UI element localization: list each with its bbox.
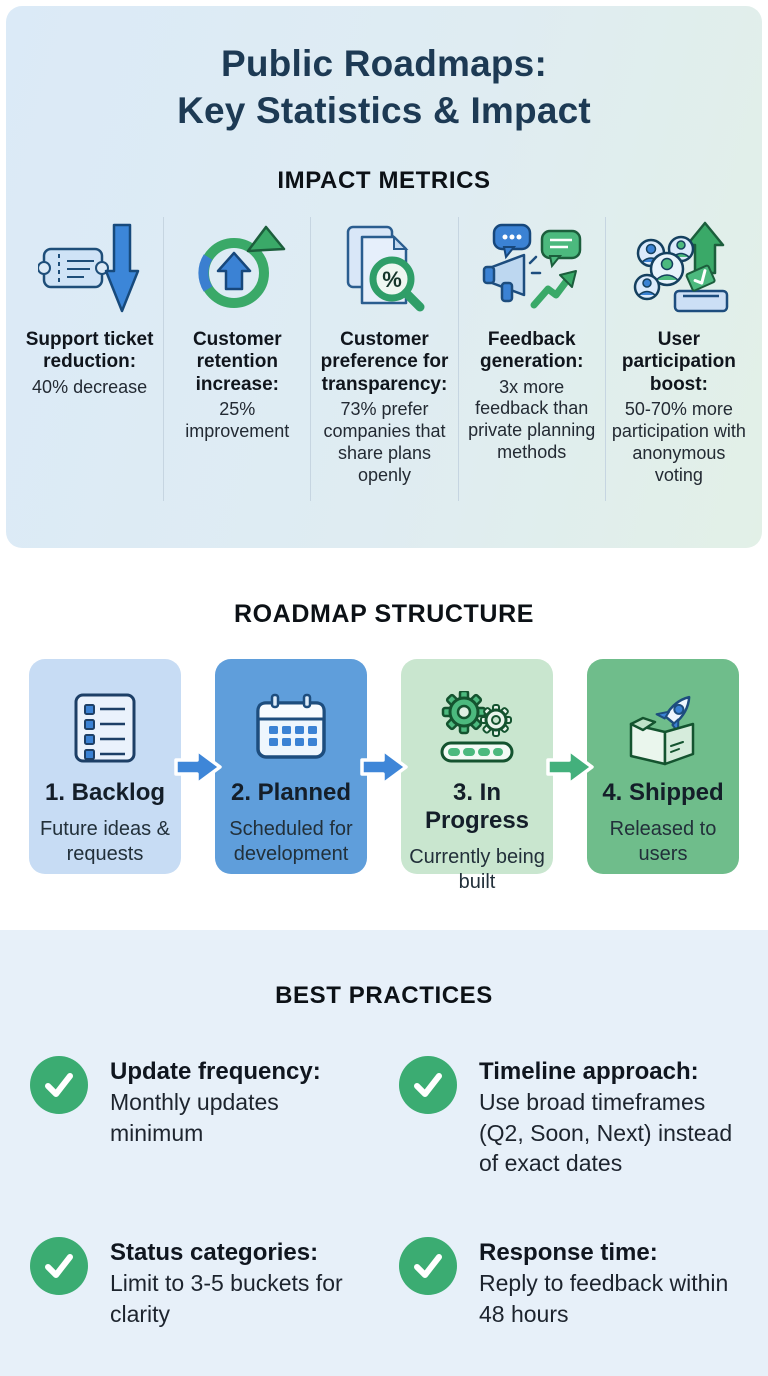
stage-subtitle: Scheduled for development	[229, 818, 353, 865]
svg-text:%: %	[383, 267, 403, 292]
metric-value: 25% improvement	[185, 398, 290, 441]
stage-subtitle: Released to users	[609, 818, 717, 865]
hero-section: Public Roadmaps: Key Statistics & Impact…	[6, 6, 762, 548]
metric-title: Customer retention increase:	[192, 328, 282, 395]
practice-response-time: Response time: Reply to feedback within …	[399, 1236, 742, 1329]
practice-title: Response time:	[479, 1238, 658, 1266]
practice-body: Use broad timeframes (Q2, Soon, Next) in…	[479, 1089, 733, 1177]
flow-arrow-icon	[174, 747, 222, 786]
metric-value: 3x more feedback than private planning m…	[468, 376, 596, 463]
practice-title: Timeline approach:	[479, 1058, 699, 1085]
check-circle-icon	[399, 1056, 457, 1114]
metric-transparency-preference: % Customer preference for transparency: …	[310, 216, 457, 501]
retention-cycle-icon	[188, 217, 286, 321]
practice-text: Response time: Reply to feedback within …	[479, 1237, 742, 1329]
roadmap-structure-section: ROADMAP STRUCTURE 1.	[0, 548, 768, 930]
stage-title: 2. Planned	[230, 779, 352, 806]
metric-value: 73% prefer companies that share plans op…	[323, 398, 446, 485]
practice-body: Monthly updates minimum	[110, 1089, 279, 1146]
stage-card-planned: 2. Planned Scheduled for development	[215, 659, 367, 874]
ticket-decrease-icon	[37, 217, 142, 321]
metric-title: Customer preference for transparency:	[320, 328, 449, 395]
best-practices-header: BEST PRACTICES	[275, 982, 493, 1009]
stage-subtitle: Currently being built	[409, 846, 545, 893]
voting-participation-icon	[627, 217, 731, 321]
flow-arrow-icon	[360, 747, 408, 786]
metric-support-ticket-reduction: Support ticket reduction: 40% decrease	[16, 217, 163, 501]
metric-user-participation: User participation boost: 50-70% more pa…	[604, 216, 752, 501]
practice-body: Limit to 3-5 buckets for clarity	[110, 1270, 343, 1327]
stage-card-backlog: 1. Backlog Future ideas & requests	[29, 659, 181, 874]
flow-arrow-icon	[546, 747, 594, 786]
check-circle-icon	[399, 1236, 457, 1295]
page-title: Public Roadmaps: Key Statistics & Impact	[6, 40, 762, 135]
stage-title: 1. Backlog	[44, 779, 166, 806]
metric-value: 50-70% more participation with anonymous…	[611, 398, 746, 485]
practice-text: Update frequency: Monthly updates minimu…	[110, 1056, 373, 1148]
page-title-line1: Public Roadmaps:	[221, 43, 547, 84]
practice-timeline-approach: Timeline approach: Use broad timeframes …	[399, 1056, 742, 1179]
practice-title: Status categories:	[110, 1238, 319, 1266]
metric-title: Support ticket reduction:	[25, 328, 154, 373]
page-title-line2: Key Statistics & Impact	[177, 90, 591, 132]
practice-update-frequency: Update frequency: Monthly updates minimu…	[30, 1056, 373, 1179]
practice-title: Update frequency:	[110, 1058, 321, 1085]
check-circle-icon	[30, 1236, 88, 1295]
impact-metrics-row: Support ticket reduction: 40% decrease C…	[6, 216, 762, 501]
metric-title: User participation boost:	[621, 328, 736, 395]
metric-customer-retention: Customer retention increase: 25% improve…	[163, 216, 310, 501]
roadmap-cards-row: 1. Backlog Future ideas & requests	[0, 659, 768, 893]
check-circle-icon	[30, 1056, 88, 1114]
roadmap-structure-header: ROADMAP STRUCTURE	[233, 600, 535, 628]
stage-card-in-progress: 3. In Progress Currently being built	[401, 659, 553, 893]
gears-progress-icon	[401, 685, 553, 771]
shipped-box-rocket-icon	[587, 685, 739, 771]
stage-subtitle: Future ideas & requests	[39, 818, 171, 865]
metric-title: Feedback generation:	[479, 328, 584, 373]
backlog-list-icon	[29, 685, 181, 771]
stage-title: 4. Shipped	[602, 779, 724, 806]
practice-text: Timeline approach: Use broad timeframes …	[479, 1056, 742, 1179]
metric-feedback-generation: Feedback generation: 3x more feedback th…	[457, 216, 605, 501]
impact-metrics-header: IMPACT METRICS	[277, 166, 491, 194]
practice-body: Reply to feedback within 48 hours	[479, 1270, 729, 1327]
megaphone-feedback-icon	[480, 217, 584, 321]
practice-text: Status categories: Limit to 3-5 buckets …	[110, 1237, 373, 1329]
stage-title: 3. In Progress	[424, 779, 530, 834]
metric-value: 40% decrease	[32, 376, 148, 397]
calendar-icon	[215, 685, 367, 771]
practice-status-categories: Status categories: Limit to 3-5 buckets …	[30, 1236, 373, 1329]
transparency-document-icon: %	[334, 217, 434, 321]
best-practices-grid: Update frequency: Monthly updates minimu…	[30, 1056, 742, 1329]
best-practices-section: BEST PRACTICES Update frequency: Monthly…	[0, 930, 768, 1376]
stage-card-shipped: 4. Shipped Released to users	[587, 659, 739, 874]
